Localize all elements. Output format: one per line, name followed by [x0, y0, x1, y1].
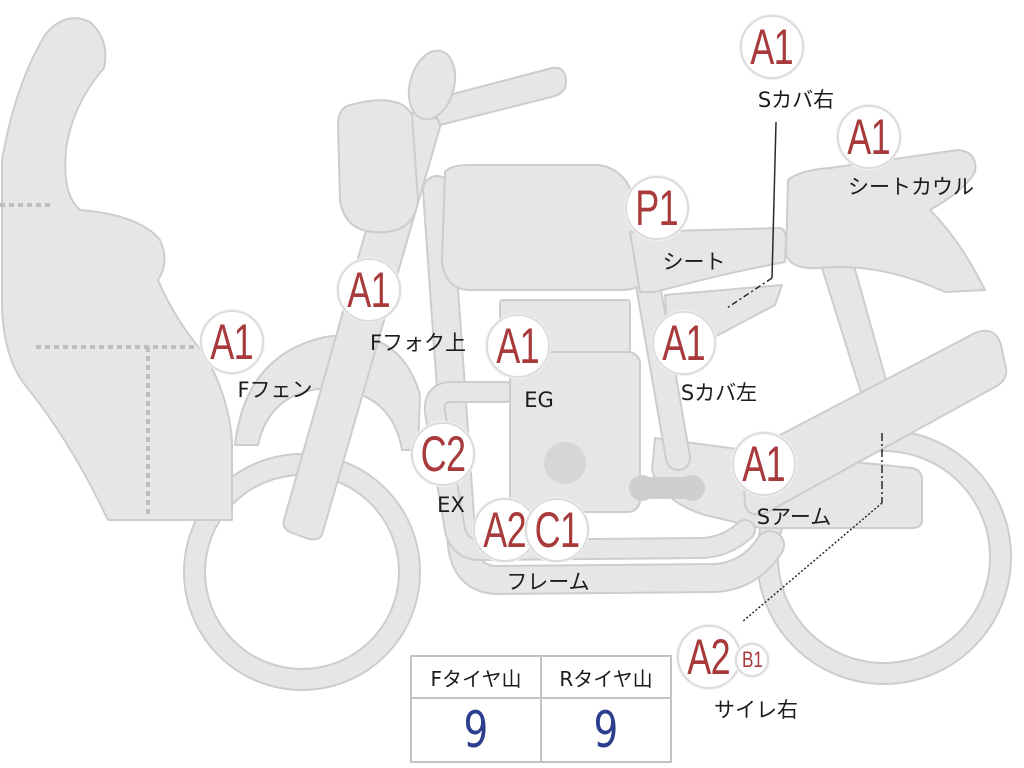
- grade-badge: C2: [411, 422, 475, 486]
- grade-badge: A1: [200, 310, 264, 374]
- part-label: EG: [524, 388, 554, 412]
- grade-badge: P1: [625, 176, 689, 240]
- grade-badge: A1: [652, 311, 716, 375]
- part-label: Sカバ右: [757, 88, 835, 112]
- grade-text: A2: [483, 502, 527, 558]
- front-wheel: [183, 453, 421, 691]
- grade-badge: A2: [677, 625, 741, 689]
- grade-badge: A1: [337, 258, 401, 322]
- handlebar: [429, 66, 568, 126]
- grade-badge: A1: [732, 432, 796, 496]
- front-tire-tread-cell: 9: [410, 697, 542, 763]
- front-fender-shape: [234, 334, 421, 451]
- foot-peg: [629, 475, 705, 501]
- fairing-panel-lines: [0, 203, 196, 515]
- front-fairing: [1, 17, 233, 521]
- grade-text: A1: [347, 262, 391, 318]
- part-label: フレーム: [506, 570, 590, 594]
- seat-cowl-shape: [785, 149, 986, 293]
- grade-text: A1: [742, 436, 786, 492]
- part-label: Sアーム: [756, 505, 832, 529]
- grade-text: P1: [635, 180, 679, 236]
- part-label: Sカバ左: [680, 381, 758, 405]
- tire-tread-value-row: 9 9: [410, 697, 672, 763]
- grade-badge: A1: [740, 15, 804, 79]
- tire-tread-table: Fタイヤ山 Rタイヤ山 9 9: [410, 655, 672, 763]
- tire-tread-header-row: Fタイヤ山 Rタイヤ山: [410, 655, 672, 699]
- rear-tire-tread-value: 9: [593, 701, 619, 759]
- muffler-shape: [741, 329, 1008, 516]
- front-tire-tread-header: Fタイヤ山: [410, 655, 542, 699]
- mirror: [407, 49, 457, 121]
- grade-text: A1: [750, 19, 794, 75]
- grade-text: A1: [210, 314, 254, 370]
- part-label: Fフォク上: [369, 331, 467, 355]
- front-tire-tread-value: 9: [463, 701, 489, 759]
- grade-text: B1: [741, 647, 763, 672]
- rear-tire-tread-header: Rタイヤ山: [540, 655, 672, 699]
- grade-text: C1: [534, 502, 580, 558]
- grade-text: A1: [496, 318, 540, 374]
- leader-line-right-silencer: [741, 433, 883, 623]
- part-label: シートカウル: [848, 175, 974, 199]
- grade-badge: A1: [486, 314, 550, 378]
- grade-text: C2: [420, 426, 466, 482]
- seat-shape: [629, 227, 787, 293]
- grade-badge: C1: [525, 498, 589, 562]
- part-label: Fフェン: [237, 378, 313, 402]
- fuel-tank: [441, 164, 647, 291]
- engine: [499, 299, 641, 513]
- part-label: シート: [662, 250, 726, 274]
- frame-tubes: [422, 175, 785, 595]
- grade-text: A1: [662, 315, 706, 371]
- headlight: [337, 99, 419, 234]
- grade-text: A2: [687, 629, 731, 685]
- leader-line-right-side-cover: [726, 121, 777, 309]
- part-label: サイレ右: [714, 698, 798, 722]
- rear-tire-tread-cell: 9: [540, 697, 672, 763]
- grade-text: A1: [847, 109, 891, 165]
- exhaust-pipe: [423, 381, 756, 561]
- part-label: EX: [437, 493, 465, 517]
- grade-badge-small: B1: [735, 643, 769, 677]
- grade-badge: A1: [837, 105, 901, 169]
- engine-cover-circle: [544, 442, 586, 484]
